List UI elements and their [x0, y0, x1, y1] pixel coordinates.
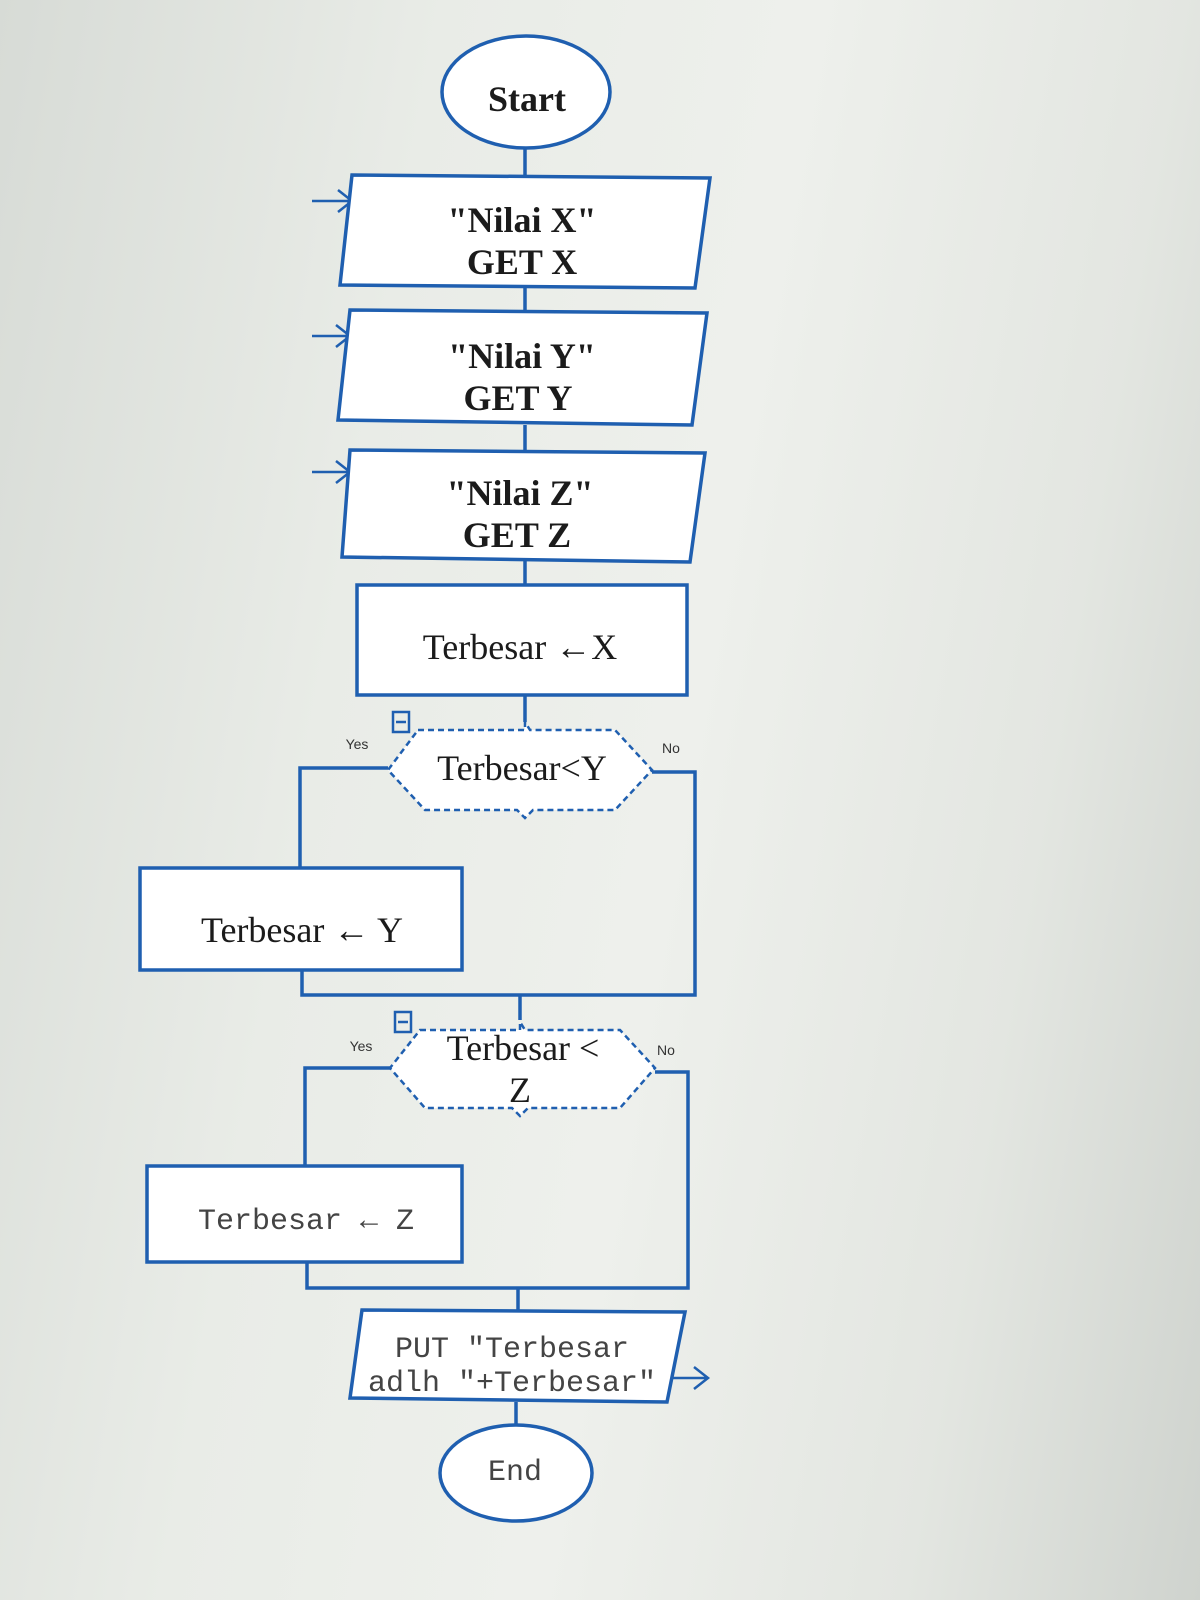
- no-branch-z: [305, 1070, 690, 1290]
- no-branch-y: [300, 770, 697, 997]
- input-z-action: GET Z: [462, 515, 572, 555]
- decision-y-no-tag: No: [662, 740, 680, 756]
- collapse-toggle-z-icon[interactable]: [393, 1010, 413, 1034]
- input-z-prompt: "Nilai Z": [446, 473, 594, 513]
- decision-z-no-tag: No: [657, 1042, 675, 1058]
- input-arrow-x-icon: [312, 189, 355, 213]
- input-y-prompt: "Nilai Y": [448, 336, 596, 376]
- assign-z-box: [145, 1164, 464, 1264]
- decision-y-diamond: [386, 717, 654, 820]
- assign-x-box: [355, 583, 689, 697]
- end-label: End: [487, 1456, 543, 1490]
- input-arrow-z-icon: [312, 460, 353, 484]
- assign-x-label: Terbesar ←X: [422, 627, 618, 667]
- yes-branch-z: [303, 1066, 390, 1166]
- start-label: Start: [488, 79, 566, 119]
- output-line1: PUT "Terbesar: [394, 1333, 630, 1367]
- start-terminal: [440, 34, 612, 150]
- input-z-parallelogram: [340, 448, 708, 564]
- input-arrow-y-icon: [312, 324, 353, 348]
- decision-z-condition-line2: Z: [509, 1070, 531, 1110]
- input-y-action: GET Y: [463, 378, 573, 418]
- yes-branch-y: [298, 766, 388, 868]
- decision-y-yes-tag: Yes: [345, 736, 369, 752]
- decision-y-condition: Terbesar<Y: [437, 748, 607, 788]
- assign-z-label: Terbesar ← Z: [197, 1205, 415, 1239]
- assign-y-label: Terbesar ← Y: [200, 910, 404, 950]
- collapse-toggle-y-icon[interactable]: [391, 710, 411, 734]
- input-x-parallelogram: [338, 173, 713, 290]
- decision-z-diamond: [388, 1017, 657, 1118]
- output-parallelogram: [347, 1308, 688, 1404]
- output-line2: adlh "+Terbesar": [367, 1367, 657, 1401]
- input-x-prompt: "Nilai X": [447, 200, 597, 240]
- decision-z-condition-line1: Terbesar <: [446, 1028, 600, 1068]
- end-terminal: [438, 1423, 594, 1523]
- assign-y-box: [138, 866, 464, 972]
- decision-z-yes-tag: Yes: [349, 1038, 373, 1054]
- input-x-action: GET X: [466, 242, 578, 282]
- input-y-parallelogram: [336, 308, 709, 427]
